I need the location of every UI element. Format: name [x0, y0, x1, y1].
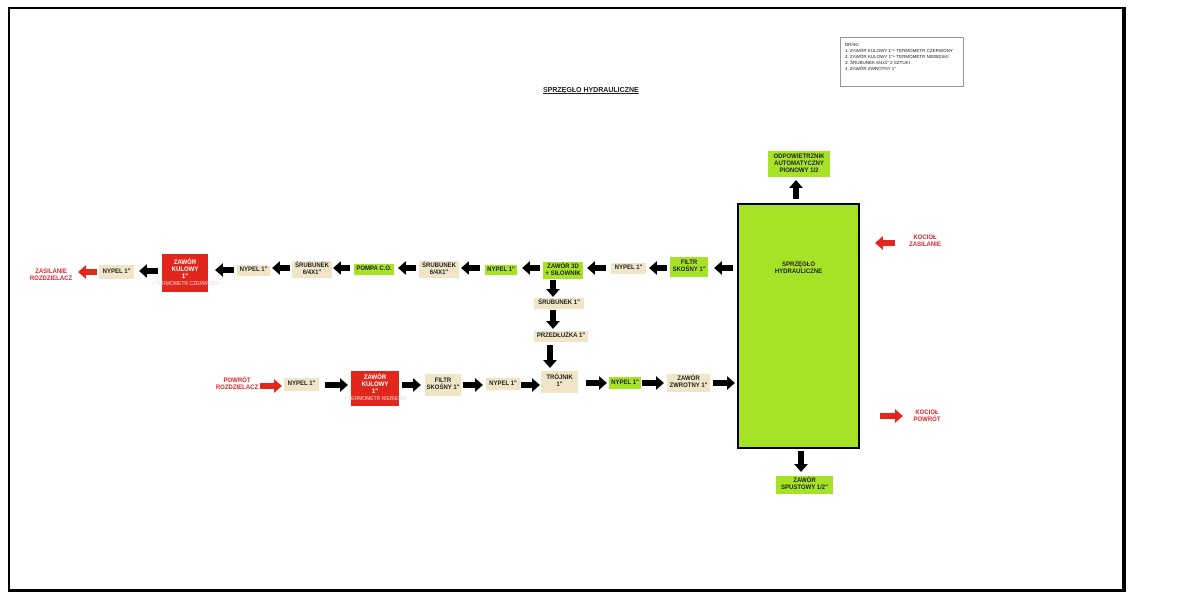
flow-arrow-left — [587, 261, 606, 275]
flow-arrow-left — [461, 261, 480, 275]
supply-union-a: ŚRUBUNEK 6/4X1" — [292, 261, 332, 278]
supply-union-b-label: ŚRUBUNEK — [421, 262, 456, 269]
legend-heading: BRAKI: — [845, 42, 860, 47]
supply-ball-valve-note: + TERMOMETR CZERWONY — [151, 280, 219, 287]
missing-parts-legend: BRAKI: 1. ZAWÓR KULOWY 1"+ TERMOMETR CZE… — [840, 37, 964, 87]
supply-union-b-label: 6/4X1" — [429, 269, 449, 276]
diagram-frame — [8, 7, 1126, 592]
tee-fitting: TRÓJNIK 1" — [541, 371, 578, 393]
flow-arrow-left — [139, 264, 158, 278]
return-ball-valve-label: ZAWÓR — [363, 375, 387, 381]
return-ball-valve-label: KULOWY — [361, 382, 389, 388]
tee-fitting-label: 1" — [556, 382, 563, 388]
return-nipple-c: NYPEL 1" — [609, 377, 641, 389]
boiler-supply-text: KOCIOŁ — [913, 235, 937, 241]
flow-arrow-right — [402, 378, 421, 392]
return-strainer: FILTR SKOŚNY 1" — [425, 374, 461, 396]
return-nipple-b: NYPEL 1" — [486, 378, 520, 390]
bypass-union: ŚRUBUNEK 1" — [534, 298, 584, 309]
supply-nipple-c: NYPEL 1" — [237, 265, 270, 276]
return-strainer-label: SKOŚNY 1" — [426, 385, 460, 391]
return-ball-valve-label: 1" — [371, 389, 379, 395]
flow-arrow-right — [463, 378, 483, 392]
vent-label: AUTOMATYCZNY — [774, 160, 824, 167]
legend-item: 4. ZAWÓR ZWROTNY 1" — [845, 66, 896, 71]
supply-ball-valve: ZAWÓR KULOWY 1" + TERMOMETR CZERWONY — [152, 254, 218, 292]
red-flow-arrow-right — [260, 379, 282, 393]
tee-fitting-label: TRÓJNIK — [546, 375, 573, 381]
boiler-return-text: POWRÓT — [913, 417, 941, 423]
boiler-return-text: KOCIOŁ — [915, 410, 939, 416]
flow-arrow-down — [546, 310, 560, 329]
supply-strainer-label: SKOŚNY 1" — [672, 267, 706, 273]
diagram-title: SPRZĘGŁO HYDRAULICZNE — [543, 87, 639, 94]
flow-arrow-left — [714, 261, 733, 275]
legend-item: 3. ŚRUBUNEK 6/4x1" 2 SZTUKI — [845, 60, 910, 65]
flow-arrow-left — [522, 261, 540, 275]
bypass-extension: PRZEDŁUŻKA 1" — [534, 331, 588, 342]
flow-arrow-right — [521, 378, 540, 392]
supply-ball-valve-label: 1" — [181, 273, 189, 280]
flow-arrow-right — [713, 376, 735, 390]
flow-arrow-left — [398, 261, 416, 275]
boiler-return-label: KOCIOŁ POWRÓT — [902, 409, 952, 425]
return-nipple-a: NYPEL 1" — [284, 378, 319, 391]
flow-arrow-right — [325, 378, 348, 392]
legend-item: 2. ZAWÓR KULOWY 1"+ TERMOMETR NIEBIESKI — [845, 54, 949, 59]
boiler-supply-text: ZASILANIE — [909, 242, 941, 248]
flow-arrow-left — [649, 261, 667, 275]
supply-nipple-a: NYPEL 1" — [611, 263, 646, 274]
circulation-pump: POMPA C.O. — [354, 264, 394, 275]
supply-nipple-b: NYPEL 1" — [485, 265, 517, 275]
red-flow-arrow-left — [875, 236, 895, 250]
vent-label: ODPOWIETRZNIK — [773, 153, 825, 160]
flow-arrow-left — [333, 261, 350, 275]
hydraulic-coupler: SPRZĘGŁO HYDRAULICZNE — [737, 203, 860, 449]
coupler-label: HYDRAULICZNE — [774, 269, 823, 275]
vent-label: PIONOWY 1/2 — [779, 167, 819, 174]
supply-union-a-label: ŚRUBUNEK — [294, 262, 329, 269]
boiler-supply-label: KOCIOŁ ZASILANIE — [900, 234, 950, 250]
flow-arrow-down — [546, 280, 560, 297]
flow-arrow-left — [272, 261, 290, 275]
supply-nipple-d: NYPEL 1" — [99, 265, 134, 279]
check-valve-label: ZAWÓR — [677, 376, 700, 382]
drain-label: SPUSTOWY 1/2" — [781, 485, 828, 491]
supply-ball-valve-label: ZAWÓR — [173, 259, 197, 266]
red-flow-arrow-right — [880, 409, 903, 423]
return-strainer-label: FILTR — [434, 378, 452, 384]
legend-item: 1. ZAWÓR KULOWY 1"+ TERMOMETR CZERWONY — [845, 48, 953, 53]
arrow-layer — [78, 180, 903, 472]
flow-arrow-right — [642, 376, 664, 390]
supply-strainer-label: FILTR — [680, 260, 698, 266]
flow-arrow-down — [794, 451, 808, 472]
supply-ball-valve-label: KULOWY — [171, 266, 199, 273]
coupler-label: SPRZĘGŁO — [781, 262, 815, 268]
manifold-supply-text: ZASILANIE — [35, 269, 67, 275]
return-ball-valve: ZAWÓR KULOWY 1" + TERMOMETR NIEBIESKI — [344, 371, 406, 406]
supply-union-a-label: 6/4X1" — [302, 269, 322, 276]
red-flow-arrow-left — [78, 265, 97, 279]
manifold-return-label: POWRÓT ROZDZIELACZ — [208, 377, 266, 393]
supply-union-b: ŚRUBUNEK 6/4X1" — [419, 261, 459, 278]
three-way-valve-label: ZAWÓR 3D — [547, 263, 579, 270]
flow-arrow-down — [543, 345, 557, 368]
manifold-return-text: POWRÓT — [223, 378, 251, 384]
manifold-return-text: ROZDZIELACZ — [215, 385, 259, 391]
check-valve-label: ZWROTNY 1" — [669, 383, 708, 389]
flow-arrow-right — [586, 376, 607, 390]
manifold-supply-text: ROZDZIELACZ — [29, 276, 73, 282]
supply-strainer: FILTR SKOŚNY 1" — [670, 257, 708, 277]
drain-valve: ZAWÓR SPUSTOWY 1/2" — [776, 476, 833, 494]
manifold-supply-label: ZASILANIE ROZDZIELACZ — [22, 268, 80, 284]
check-valve: ZAWÓR ZWROTNY 1" — [667, 374, 710, 392]
flow-arrow-left — [215, 263, 234, 277]
flow-arrow-up — [789, 180, 803, 199]
three-way-valve-label: + SIŁOWNIK — [545, 270, 581, 277]
return-ball-valve-note: + TERMOMETR NIEBIESKI — [343, 396, 407, 402]
three-way-valve: ZAWÓR 3D + SIŁOWNIK — [543, 262, 583, 279]
auto-air-vent: ODPOWIETRZNIK AUTOMATYCZNY PIONOWY 1/2 — [768, 151, 830, 177]
drain-label: ZAWÓR — [793, 478, 816, 484]
